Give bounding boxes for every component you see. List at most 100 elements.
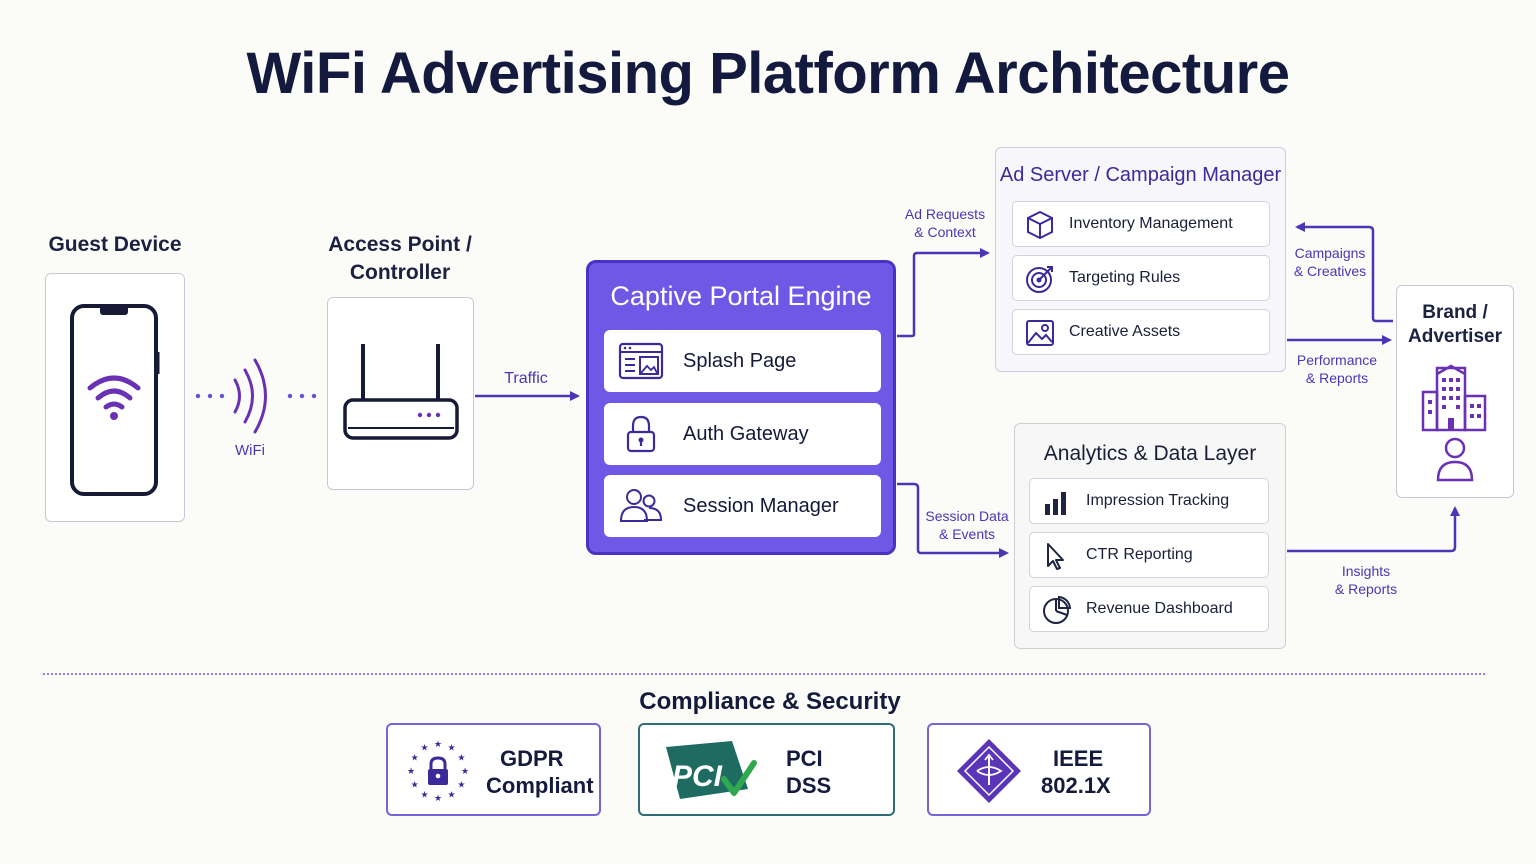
ieee-text-line2: 802.1X <box>1041 773 1111 798</box>
image-icon <box>1026 320 1054 346</box>
smartphone-icon <box>70 304 160 496</box>
ctr-reporting[interactable]: CTR Reporting <box>1029 532 1269 578</box>
session-manager[interactable]: Session Manager <box>604 475 881 537</box>
inventory-management[interactable]: Inventory Management <box>1012 201 1270 247</box>
revenue-dashboard-label: Revenue Dashboard <box>1086 600 1233 617</box>
inventory-management-label: Inventory Management <box>1069 215 1233 232</box>
ieee-diamond-icon <box>957 739 1021 803</box>
ieee-text: IEEE 802.1X <box>1041 745 1111 799</box>
session-data-label-line1: Session Data <box>925 508 1009 524</box>
gdpr-badge: ★★★★★★★★★★★★ GDPR Compliant <box>386 723 601 816</box>
performance-label-line1: Performance <box>1296 352 1378 368</box>
router-icon <box>343 344 459 440</box>
eu-star-icon: ★ <box>461 766 469 776</box>
box-icon <box>1027 210 1053 240</box>
insights-label-line1: Insights <box>1341 563 1391 579</box>
creative-assets[interactable]: Creative Assets <box>1012 309 1270 355</box>
pci-text: PCI DSS <box>786 745 831 799</box>
eu-star-icon: ★ <box>457 780 465 790</box>
ad-requests-label: Ad Requests & Context <box>898 205 992 241</box>
splash-page-icon <box>618 342 664 380</box>
access-point-label: Access Point / Controller <box>310 231 490 287</box>
guest-device-card <box>45 273 185 522</box>
person-icon <box>1436 437 1474 482</box>
pci-logo-text: PCI <box>672 760 723 793</box>
captive-portal-engine: Captive Portal Engine Splash Page Render… <box>586 260 896 555</box>
wifi-waves-icon <box>233 358 267 434</box>
pci-dss-badge: PCI PCI DSS <box>638 723 895 816</box>
brand-label: Brand / Advertiser <box>1397 301 1513 349</box>
bar-chart-icon <box>1045 492 1066 515</box>
eu-star-icon: ★ <box>411 780 419 790</box>
session-data-label: Session Data & Events <box>922 507 1012 543</box>
ad-requests-arrow <box>897 248 990 338</box>
impression-tracking[interactable]: Impression Tracking <box>1029 478 1269 524</box>
gdpr-text: GDPR Compliant <box>486 745 594 799</box>
gdpr-text-line2: Compliant <box>486 773 594 798</box>
section-divider <box>43 673 1485 675</box>
targeting-rules-label: Targeting Rules <box>1069 269 1181 286</box>
eu-star-icon: ★ <box>420 743 428 753</box>
users-icon <box>619 489 663 522</box>
insights-label: Insights & Reports <box>1326 562 1406 598</box>
building-icon <box>1421 364 1487 432</box>
ieee-text-line1: IEEE <box>1053 746 1104 771</box>
captive-portal-title: Captive Portal Engine <box>610 281 872 311</box>
creative-assets-label: Creative Assets <box>1069 323 1181 340</box>
brand-label-line2: Advertiser <box>1408 326 1502 347</box>
revenue-dashboard[interactable]: Revenue Dashboard <box>1029 586 1269 632</box>
session-data-label-line2: & Events <box>938 526 996 542</box>
eu-star-icon: ★ <box>407 766 415 776</box>
access-point-card <box>327 297 474 490</box>
compliance-title: Compliance & Security <box>639 688 901 715</box>
ieee-badge: IEEE 802.1X <box>927 723 1151 816</box>
access-point-label-line1: Access Point / <box>328 233 472 256</box>
auth-gateway-label: Auth Gateway <box>683 423 809 445</box>
eu-stars-lock-icon: ★★★★★★★★★★★★ <box>407 739 469 803</box>
gdpr-text-line1: GDPR <box>500 746 564 771</box>
eu-star-icon: ★ <box>434 739 442 749</box>
eu-star-icon: ★ <box>447 743 455 753</box>
splash-page-renderer[interactable]: Splash Page Renderer <box>604 330 881 434</box>
analytics-panel: Analytics & Data Layer Impression Tracki… <box>1014 423 1286 649</box>
eu-star-icon: ★ <box>420 789 428 799</box>
eu-star-icon: ★ <box>411 753 419 763</box>
performance-label-line2: & Reports <box>1305 370 1369 386</box>
brand-advertiser-card: Brand / Advertiser <box>1396 285 1514 498</box>
traffic-label: Traffic <box>504 370 548 387</box>
cursor-icon <box>1047 543 1064 570</box>
eu-star-icon: ★ <box>447 789 455 799</box>
access-point-label-line2: Controller <box>349 261 451 284</box>
ctr-reporting-label: CTR Reporting <box>1086 546 1193 563</box>
campaigns-label: Campaigns & Creatives <box>1290 244 1370 280</box>
guest-device-label: Guest Device <box>48 233 182 256</box>
eu-star-icon: ★ <box>457 753 465 763</box>
session-manager-label: Session Manager <box>683 495 839 517</box>
impression-tracking-label: Impression Tracking <box>1086 492 1230 509</box>
ad-requests-label-line2: & Context <box>914 224 976 240</box>
wifi-label: WiFi <box>235 442 265 459</box>
campaigns-label-line1: Campaigns <box>1294 245 1366 261</box>
pci-text-line1: PCI <box>786 746 823 771</box>
auth-gateway[interactable]: Auth Gateway <box>604 403 881 465</box>
ad-server-panel: Ad Server / Campaign Manager Inventory M… <box>995 147 1286 372</box>
performance-label: Performance & Reports <box>1292 351 1382 387</box>
session-data-arrow <box>897 482 1009 558</box>
pci-text-line2: DSS <box>786 773 832 798</box>
wifi-signal-icon <box>195 393 317 399</box>
insights-label-line2: & Reports <box>1334 581 1398 597</box>
campaigns-label-line2: & Creatives <box>1293 263 1367 279</box>
ad-requests-label-line1: Ad Requests <box>904 206 986 222</box>
targeting-rules[interactable]: Targeting Rules <box>1012 255 1270 301</box>
pie-chart-icon <box>1043 595 1072 624</box>
eu-star-icon: ★ <box>434 793 442 803</box>
page-title: WiFi Advertising Platform Architecture <box>246 41 1290 106</box>
ad-server-title: Ad Server / Campaign Manager <box>999 164 1282 186</box>
brand-label-line1: Brand / <box>1422 302 1488 323</box>
wifi-icon <box>87 375 141 410</box>
lock-icon <box>626 415 656 453</box>
target-icon <box>1026 266 1053 293</box>
campaigns-arrow <box>1295 222 1393 323</box>
analytics-title: Analytics & Data Layer <box>1043 442 1257 465</box>
